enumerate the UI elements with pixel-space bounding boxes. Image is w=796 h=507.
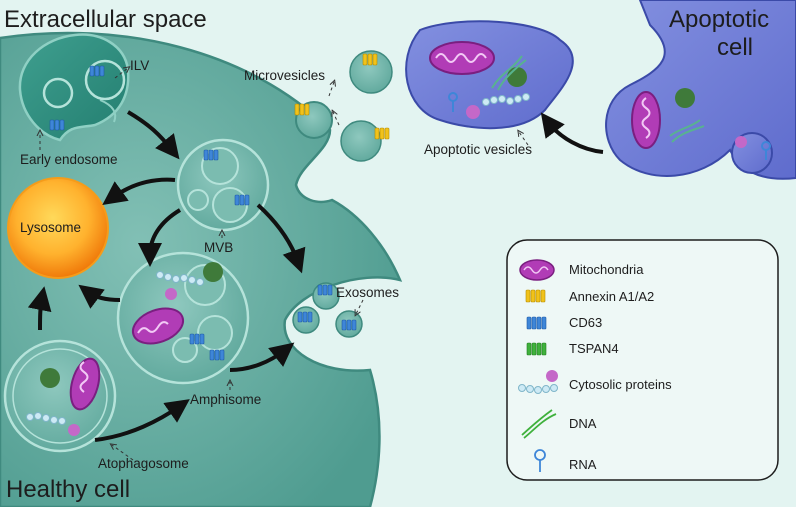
apoptotic-vesicles-label: Apoptotic vesicles <box>424 142 533 157</box>
legend-label-cytosolic-proteins: Cytosolic proteins <box>569 377 672 392</box>
leader-lines <box>40 68 529 461</box>
legend-label-rna: RNA <box>569 457 597 472</box>
microvesicles-group <box>340 50 393 162</box>
legend-box <box>506 239 779 481</box>
cd63-markers <box>49 65 357 361</box>
mitochondria-autophagosome <box>69 357 101 411</box>
autophagosome <box>3 339 117 453</box>
flow-arrows <box>27 110 604 442</box>
rna-hairpins <box>448 92 771 160</box>
healthy-cell-title: Healthy cell <box>6 476 131 503</box>
mitochondria-apoptotic-cell <box>631 91 661 149</box>
dna-icon <box>521 409 557 439</box>
lysosome <box>7 177 109 279</box>
mvb-label: MVB <box>204 240 234 255</box>
tspan4-icon <box>526 342 547 356</box>
microvesicles-label: Microvesicles <box>244 68 326 83</box>
amphisome-label: Amphisome <box>190 392 262 407</box>
mitochondria-apo-vesicle <box>429 41 495 75</box>
rna-icon <box>534 449 546 472</box>
legend-label-mitochondria: Mitochondria <box>569 262 644 277</box>
mitochondria-amphisome <box>131 307 185 345</box>
mvb <box>176 138 270 232</box>
apoptotic-cell-title-line2: cell <box>717 34 754 61</box>
exosomes-label: Exosomes <box>336 285 400 300</box>
apoptotic-cell-title-line1: Apoptotic <box>669 6 770 33</box>
cd63-icon <box>526 316 547 330</box>
legend-label-dna: DNA <box>569 416 597 431</box>
apoptotic-vesicle <box>405 20 574 130</box>
lysosome-label: Lysosome <box>20 220 82 235</box>
extracellular-space-title: Extracellular space <box>4 6 207 33</box>
mitochondria-icon <box>519 259 555 281</box>
annexin-markers <box>294 53 390 140</box>
legend-label-cd63: CD63 <box>569 315 603 330</box>
cytosolic-proteins-icon <box>518 370 558 394</box>
annexin-icon <box>525 289 546 303</box>
dna-strands <box>491 55 705 143</box>
legend-label-annexin: Annexin A1/A2 <box>569 289 655 304</box>
ilv-label: ILV <box>130 58 150 73</box>
early-endosome <box>18 33 130 142</box>
cytosolic-protein-chains <box>26 93 530 425</box>
legend-label-tspan4: TSPAN4 <box>569 341 619 356</box>
early-endosome-label: Early endosome <box>20 152 118 167</box>
autophagosome-label: Atophagosome <box>98 456 189 471</box>
